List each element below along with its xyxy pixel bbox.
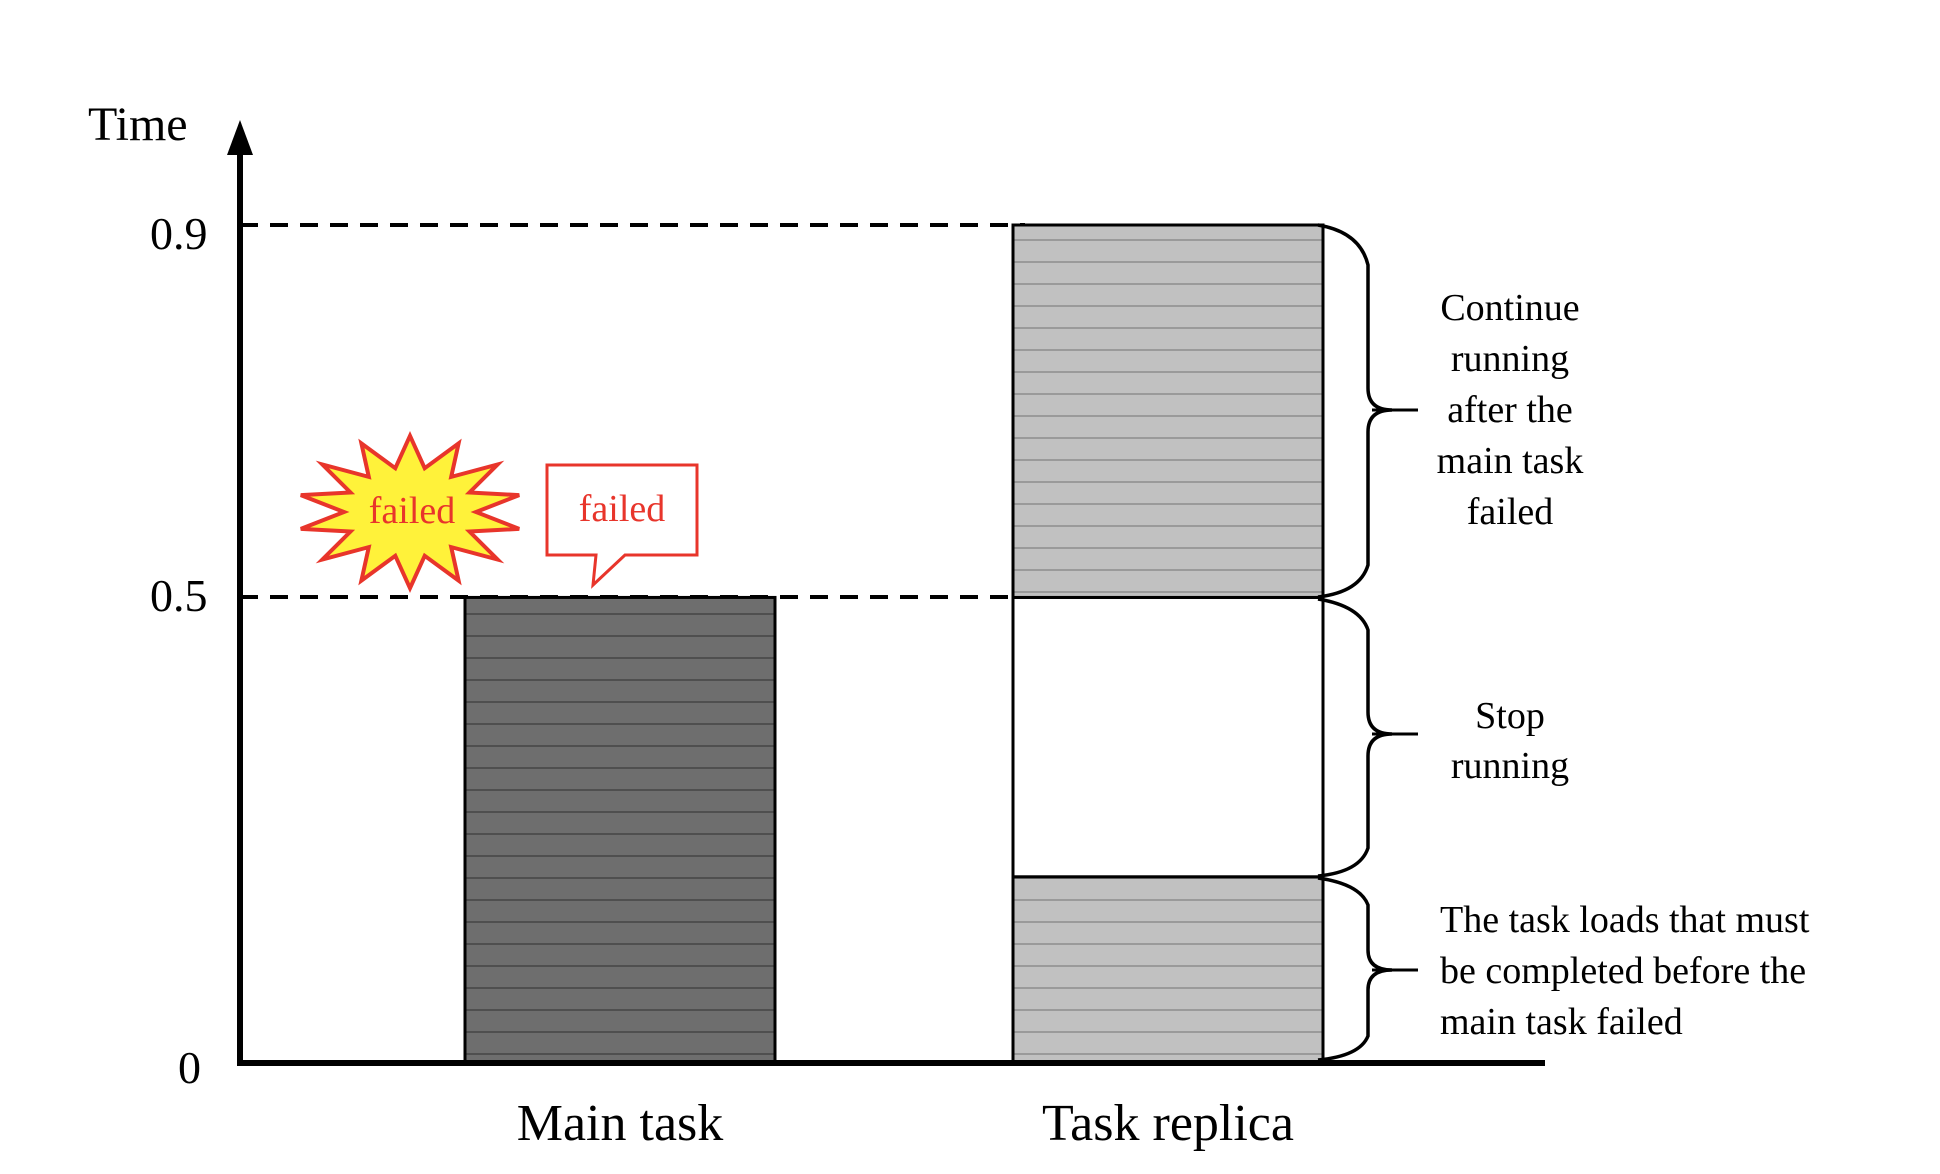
burst-label: failed xyxy=(369,490,456,532)
failure-callout: failed xyxy=(545,463,699,589)
tick-label-0.5: 0.5 xyxy=(150,570,208,621)
task-replica-label: Task replica xyxy=(1042,1095,1294,1152)
tick-label-0: 0 xyxy=(178,1042,201,1093)
annotation-task-loads: The task loads that must be completed bef… xyxy=(1440,899,1810,1043)
annotation-continue-running: Continue running after the main task failed xyxy=(1437,287,1584,533)
tick-label-0.9: 0.9 xyxy=(150,208,208,259)
annotation-stop-running: Stop running xyxy=(1451,695,1569,787)
replica-segment-running-light-0 xyxy=(1011,875,1325,1065)
y-axis-title: Time xyxy=(88,98,188,151)
continue-note-line-4: failed xyxy=(1467,491,1554,533)
loads-note-line-2: main task failed xyxy=(1440,1001,1683,1043)
continue-note-line-3: main task xyxy=(1437,440,1584,482)
loads-note-line-0: The task loads that must xyxy=(1440,899,1810,941)
stop-note-line-1: running xyxy=(1451,745,1569,787)
brace-stop xyxy=(1317,597,1393,878)
y-axis-arrow-icon xyxy=(227,120,253,155)
callout-label: failed xyxy=(579,488,666,530)
loads-note-line-1: be completed before the xyxy=(1440,950,1806,992)
continue-note-line-0: Continue xyxy=(1440,287,1579,329)
main-task-label: Main task xyxy=(517,1095,724,1152)
stop-note-line-0: Stop xyxy=(1475,695,1545,737)
continue-note-line-2: after the xyxy=(1447,389,1573,431)
replica-segment-stopped-1 xyxy=(1011,595,1325,879)
failure-burst: failed xyxy=(300,430,520,594)
main-task-bar xyxy=(463,595,777,1065)
task-replica-bar xyxy=(1011,223,1325,1065)
main-task-segment-0 xyxy=(463,595,777,1065)
speech-bubble-icon xyxy=(545,463,699,589)
replica-segment-running-light-2 xyxy=(1011,223,1325,599)
explosion-icon xyxy=(300,430,520,594)
continue-note-line-1: running xyxy=(1451,338,1569,380)
